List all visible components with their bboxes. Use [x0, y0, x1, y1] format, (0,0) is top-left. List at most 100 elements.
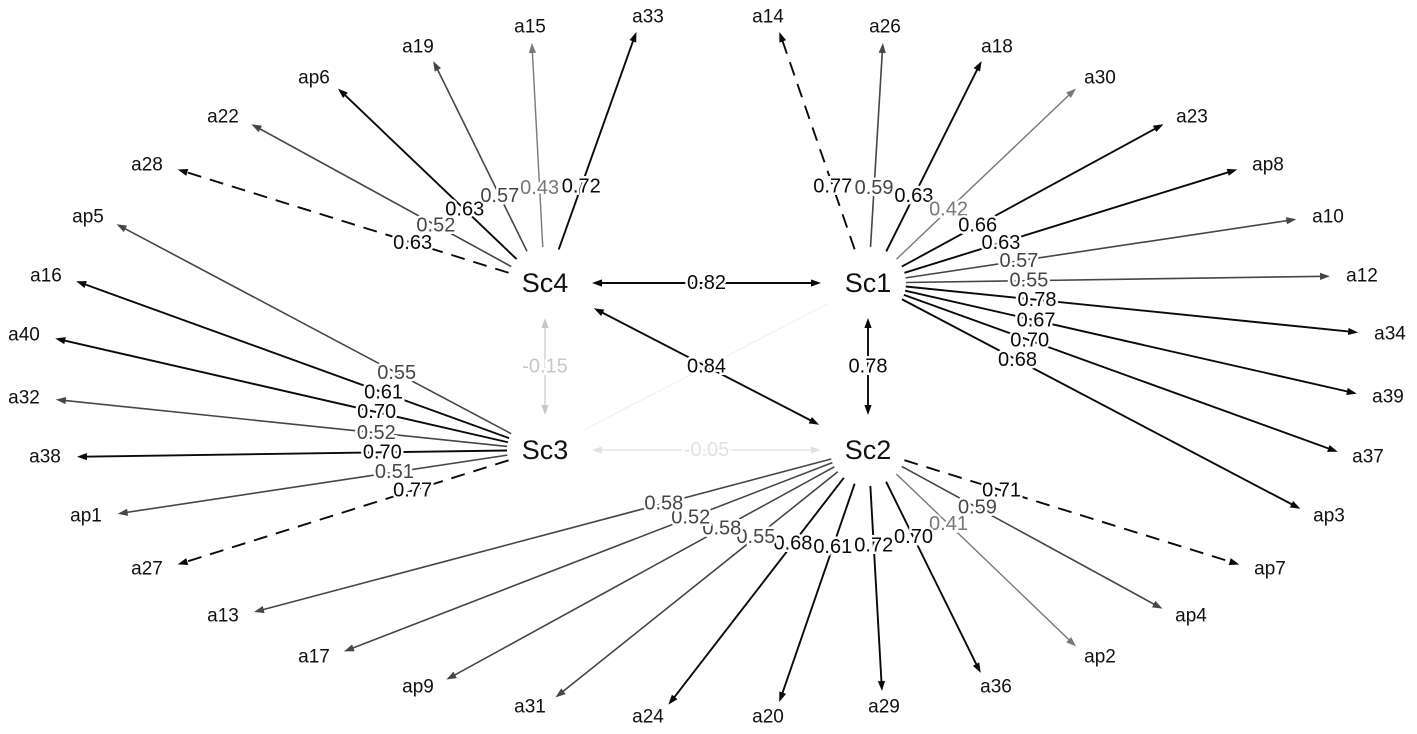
item-label-a10: a10 — [1312, 207, 1344, 228]
correlation-edge-sc1-sc2-arrow-end — [864, 405, 872, 415]
item-label-ap4: ap4 — [1175, 606, 1207, 627]
item-label-ap2: ap2 — [1084, 647, 1116, 668]
item-label-a27: a27 — [131, 559, 163, 580]
item-label-a23: a23 — [1176, 107, 1208, 128]
correlation-edge-sc3-sc2-arrow-end — [811, 446, 821, 454]
loading-edge-sc1-a12-arrow — [1319, 272, 1331, 280]
loading-edge-sc3-a38 — [81, 449, 508, 458]
loading-edge-sc3-ap1 — [122, 454, 508, 514]
loading-coefficient: 0.61 — [813, 536, 852, 558]
item-label-a40: a40 — [8, 325, 40, 346]
loading-edge-sc1-ap8-arrow — [1226, 168, 1238, 176]
correlation-edge-sc4-sc1-arrow-end — [811, 279, 821, 287]
loading-edge-sc1-a39 — [904, 289, 1353, 394]
loading-edge-sc4-a19 — [434, 65, 528, 252]
loading-edge-sc4-a15 — [531, 47, 544, 248]
loading-edge-sc1-a34 — [905, 285, 1354, 333]
loading-coefficient: 0.63 — [393, 232, 432, 254]
correlation-edge-sc3-sc1 — [584, 303, 829, 430]
loading-coefficient: 0.52 — [416, 214, 455, 236]
loading-edge-sc3-a27 — [182, 459, 509, 564]
loading-edge-sc2-a13-arrow — [253, 606, 265, 614]
loading-coefficient: 0.52 — [671, 506, 710, 528]
loading-coefficient: 0.58 — [702, 517, 741, 539]
loading-edge-sc1-a39-arrow — [1346, 387, 1357, 395]
loading-coefficient: 0.72 — [854, 534, 893, 556]
item-label-a32: a32 — [8, 388, 40, 409]
loading-coefficient: 0.66 — [958, 214, 997, 236]
item-label-ap3: ap3 — [1313, 506, 1345, 527]
loading-edge-sc2-ap2 — [895, 473, 1073, 644]
loading-edge-sc1-a23-arrow — [1152, 124, 1164, 133]
factor-node-sc1: Sc1 — [845, 268, 892, 298]
loading-edge-sc1-a34-arrow — [1347, 327, 1359, 336]
loading-edge-sc1-a10 — [905, 219, 1292, 279]
correlation-coefficient: 0.82 — [687, 272, 726, 294]
correlation-coefficient: 0.84 — [687, 356, 726, 378]
correlation-coefficient: -0.05 — [684, 439, 730, 461]
loading-edge-sc1-a37 — [903, 293, 1334, 451]
loading-edge-sc1-ap3 — [901, 298, 1297, 508]
item-label-a12: a12 — [1346, 266, 1378, 287]
item-label-a16: a16 — [30, 266, 62, 287]
loading-edge-sc2-a36-arrow — [972, 662, 981, 673]
loading-coefficient: 0.63 — [894, 185, 933, 207]
correlation-edge-sc1-sc2-arrow-start — [864, 318, 872, 328]
item-label-a29: a29 — [868, 697, 900, 718]
loading-edge-sc1-ap8 — [904, 170, 1233, 274]
loading-edge-sc2-ap9-arrow — [446, 671, 457, 680]
loading-edge-sc3-a40-arrow — [55, 337, 66, 345]
loading-edge-sc4-a19-arrow — [433, 61, 442, 72]
loading-edge-sc1-ap3-arrow — [1289, 501, 1301, 509]
factor-node-sc4: Sc4 — [522, 268, 569, 298]
loading-edge-sc1-a23 — [901, 125, 1160, 268]
loading-coefficient: 0.58 — [644, 492, 683, 514]
loading-edge-sc4-ap6 — [341, 91, 518, 260]
loading-coefficient: 0.55 — [736, 526, 775, 548]
edges-layer — [55, 31, 1359, 705]
loading-coefficient: 0.67 — [1017, 310, 1056, 332]
loading-coefficient: 0.43 — [520, 177, 559, 199]
item-label-a22: a22 — [207, 107, 239, 128]
loading-coefficient: 0.68 — [998, 349, 1037, 371]
item-label-a37: a37 — [1352, 447, 1384, 468]
loading-coefficient: 0.61 — [364, 382, 403, 404]
loading-edge-sc2-a31-arrow — [555, 688, 566, 698]
loading-edge-sc1-a30 — [895, 91, 1073, 260]
loading-coefficient: 0.55 — [377, 362, 416, 384]
loading-edge-sc3-a32 — [60, 399, 508, 448]
loading-coefficient: 0.59 — [958, 497, 997, 519]
loading-edge-sc4-a28 — [182, 170, 509, 274]
correlation-edge-sc4-sc2-arrow-start — [593, 308, 605, 317]
loading-edge-sc2-ap7 — [904, 459, 1235, 564]
loading-edge-sc1-a18-arrow — [973, 61, 982, 72]
item-label-ap1: ap1 — [70, 506, 102, 527]
loading-edge-sc4-a33 — [557, 36, 636, 250]
loading-coefficient: 0.57 — [999, 250, 1038, 272]
item-label-ap7: ap7 — [1254, 559, 1286, 580]
item-label-a17: a17 — [298, 647, 330, 668]
loading-edge-sc4-a22 — [255, 125, 512, 268]
item-label-ap5: ap5 — [72, 207, 104, 228]
loading-edge-sc2-a17 — [348, 461, 833, 651]
correlation-edge-sc4-sc1-arrow-start — [592, 279, 602, 287]
loading-edge-sc4-a15-arrow — [528, 42, 537, 54]
loading-coefficient: 0.68 — [773, 533, 812, 555]
loading-edge-sc2-a17-arrow — [343, 644, 355, 652]
loading-coefficient: 0.78 — [1018, 289, 1057, 311]
loading-edge-sc2-ap4-arrow — [1151, 600, 1163, 609]
loading-edge-sc2-a29 — [869, 485, 883, 687]
item-label-ap8: ap8 — [1252, 155, 1284, 176]
loading-coefficient: 0.70 — [1010, 329, 1049, 351]
item-label-a39: a39 — [1372, 387, 1404, 408]
loading-coefficient: 0.57 — [480, 185, 519, 207]
loading-coefficient: 0.41 — [929, 513, 968, 535]
item-label-ap6: ap6 — [298, 68, 330, 89]
loading-edge-sc2-a31 — [558, 471, 839, 695]
item-label-a13: a13 — [207, 606, 239, 627]
loading-coefficient: 0.70 — [363, 441, 402, 463]
loading-edge-sc3-a27-arrow — [177, 558, 189, 566]
loading-coefficient: 0.55 — [1009, 270, 1048, 292]
loading-coefficient: 0.77 — [813, 175, 852, 197]
item-label-a33: a33 — [632, 7, 664, 28]
